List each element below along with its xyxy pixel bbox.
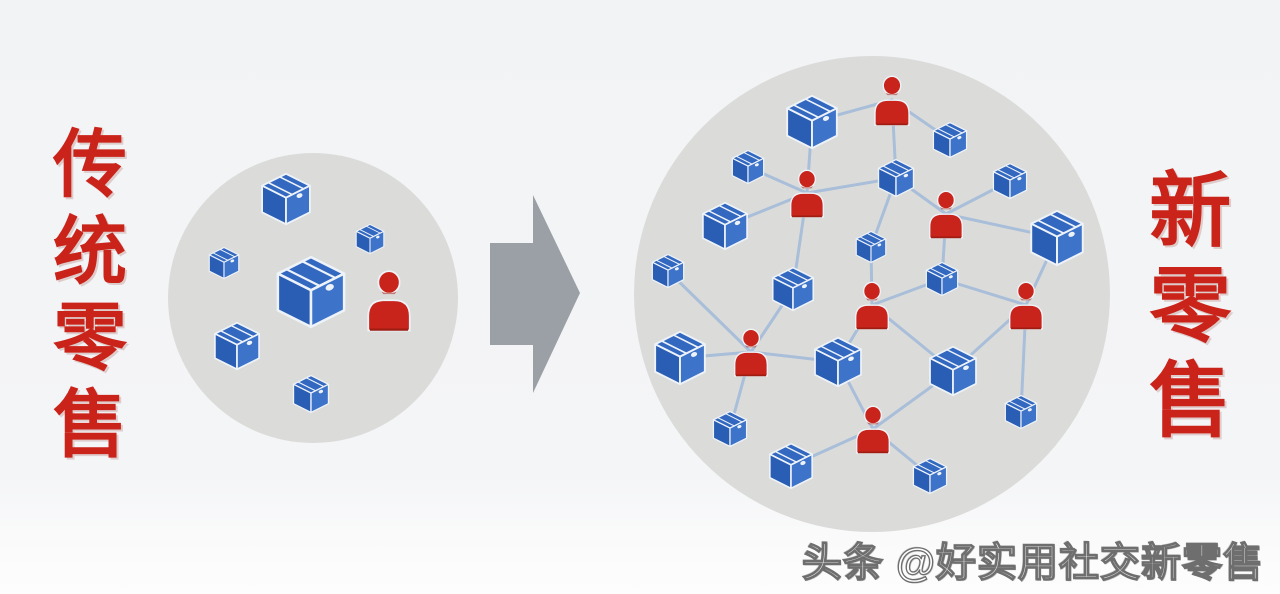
box-icon [292, 374, 330, 414]
box-icon [877, 158, 915, 198]
box-icon [208, 246, 240, 280]
box-icon [214, 321, 260, 371]
watermark-text: 头条 @好实用社交新零售 [801, 540, 1264, 585]
box-icon [731, 149, 765, 185]
box-icon [925, 261, 959, 297]
box-icon [654, 330, 706, 386]
box-icon [355, 223, 385, 255]
network-edge [666, 269, 753, 354]
transition-arrow-icon [490, 195, 580, 393]
box-icon [1004, 394, 1038, 430]
box-icon [814, 336, 862, 388]
box-icon [912, 457, 948, 495]
box-icon [651, 253, 685, 289]
box-icon [1030, 209, 1084, 267]
box-icon [276, 255, 346, 329]
box-icon [769, 442, 813, 490]
box-icon [261, 172, 311, 226]
box-icon [932, 121, 968, 159]
traditional-retail-label: 传统零售 [52, 123, 127, 466]
box-icon [712, 410, 748, 448]
box-icon [992, 162, 1028, 200]
new-retail-label: 新零售 [1149, 166, 1232, 448]
box-icon [929, 345, 977, 397]
box-icon [702, 201, 748, 251]
box-icon [786, 94, 838, 150]
box-icon [771, 266, 815, 312]
box-icon [855, 230, 887, 264]
